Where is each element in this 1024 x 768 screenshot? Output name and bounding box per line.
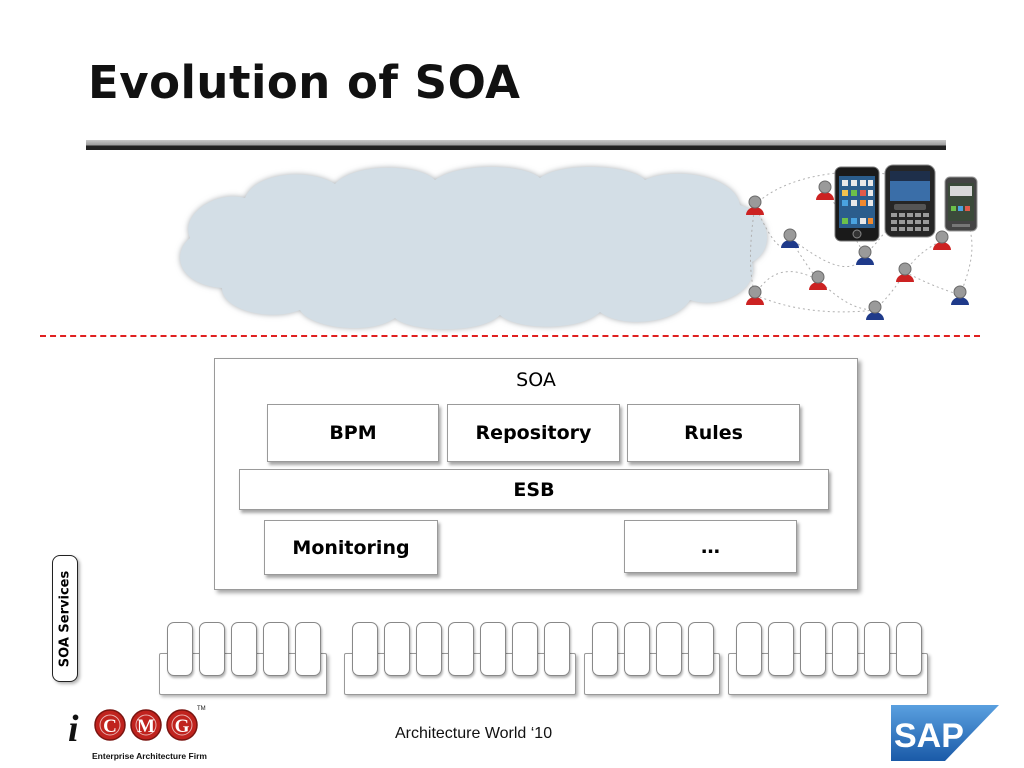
service-tab bbox=[688, 622, 714, 676]
esb-bus: ESB bbox=[239, 469, 829, 510]
service-tab bbox=[167, 622, 193, 676]
more-module: … bbox=[624, 520, 797, 573]
cloud-graphic bbox=[160, 160, 785, 340]
icmg-letter-i: i bbox=[68, 708, 79, 750]
soa-services-tag: SOA Services bbox=[52, 555, 78, 682]
sap-logo: SAP bbox=[891, 705, 1001, 761]
person-icon bbox=[816, 180, 834, 200]
monitoring-module: Monitoring bbox=[264, 520, 438, 575]
service-tab bbox=[768, 622, 794, 676]
service-tab bbox=[832, 622, 858, 676]
icmg-tm: TM bbox=[197, 706, 206, 712]
dashed-divider bbox=[40, 335, 980, 337]
icmg-logo: i C M G TM bbox=[66, 703, 226, 763]
icmg-logo-icon: i C M G TM bbox=[68, 706, 206, 750]
service-tab bbox=[480, 622, 506, 676]
service-tab bbox=[352, 622, 378, 676]
service-tab bbox=[295, 622, 321, 676]
rules-module: Rules bbox=[627, 404, 800, 462]
network-diagram bbox=[746, 171, 973, 320]
android-phone-icon bbox=[944, 176, 978, 232]
person-icon bbox=[746, 195, 764, 215]
soa-label: SOA bbox=[516, 369, 556, 391]
slide-title: Evolution of SOA bbox=[88, 56, 521, 109]
person-icon bbox=[866, 300, 884, 320]
service-tab bbox=[416, 622, 442, 676]
service-tab bbox=[384, 622, 410, 676]
smartphone-icon bbox=[834, 166, 880, 242]
person-icon bbox=[933, 230, 951, 250]
service-tab bbox=[544, 622, 570, 676]
service-tab bbox=[656, 622, 682, 676]
service-tab bbox=[736, 622, 762, 676]
service-tab bbox=[231, 622, 257, 676]
service-tab bbox=[512, 622, 538, 676]
icmg-letter-c: C bbox=[103, 716, 117, 737]
title-underline bbox=[86, 140, 946, 150]
service-tab bbox=[864, 622, 890, 676]
people-network bbox=[730, 160, 990, 335]
icmg-subtitle: Enterprise Architecture Firm bbox=[92, 751, 207, 761]
service-group bbox=[344, 622, 576, 695]
bpm-module: BPM bbox=[267, 404, 439, 462]
service-tab bbox=[624, 622, 650, 676]
icmg-letter-m: M bbox=[137, 716, 155, 737]
blackberry-icon bbox=[884, 164, 936, 238]
person-icon bbox=[856, 245, 874, 265]
icmg-letter-g: G bbox=[175, 716, 190, 737]
service-group bbox=[584, 622, 720, 695]
soa-services-label: SOA Services bbox=[57, 570, 73, 667]
person-icon bbox=[896, 262, 914, 282]
cloud-icon bbox=[180, 166, 768, 330]
service-tab bbox=[896, 622, 922, 676]
service-tab bbox=[800, 622, 826, 676]
service-tab bbox=[199, 622, 225, 676]
sap-text: SAP bbox=[894, 717, 964, 755]
person-icon bbox=[951, 285, 969, 305]
service-tab bbox=[592, 622, 618, 676]
service-tab bbox=[448, 622, 474, 676]
repository-module: Repository bbox=[447, 404, 620, 462]
person-icon bbox=[809, 270, 827, 290]
person-icon bbox=[781, 228, 799, 248]
service-group bbox=[728, 622, 928, 695]
service-group bbox=[159, 622, 327, 695]
person-icon bbox=[746, 285, 764, 305]
service-tab bbox=[263, 622, 289, 676]
footer-text: Architecture World ‘10 bbox=[395, 725, 553, 742]
sap-logo-icon: SAP bbox=[891, 705, 999, 761]
